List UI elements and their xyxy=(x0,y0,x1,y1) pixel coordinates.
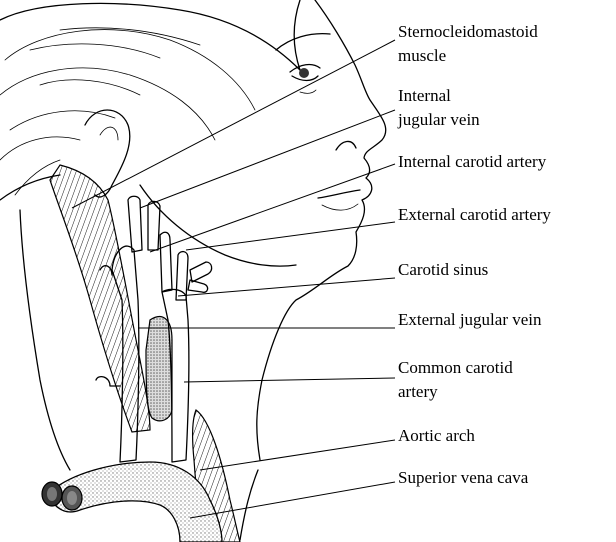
hair-outline xyxy=(0,0,300,200)
leader-aortic-arch xyxy=(200,440,395,470)
label-external-carotid-artery: External carotid artery xyxy=(398,203,551,227)
leader-sternocleidomastoid xyxy=(72,40,395,208)
label-internal-carotid-artery: Internal carotid artery xyxy=(398,150,546,174)
label-carotid-sinus: Carotid sinus xyxy=(398,258,488,282)
label-external-jugular-vein: External jugular vein xyxy=(398,308,542,332)
label-internal-jugular-vein: Internal jugular vein xyxy=(398,84,480,132)
leader-carotid-sinus xyxy=(178,278,395,296)
label-common-carotid-artery: Common carotid artery xyxy=(398,356,513,404)
label-superior-vena-cava: Superior vena cava xyxy=(398,466,528,490)
leader-internal-jugular xyxy=(140,110,395,208)
label-aortic-arch: Aortic arch xyxy=(398,424,475,448)
leader-external-carotid xyxy=(186,222,395,250)
label-sternocleidomastoid-muscle: Sternocleidomastoid muscle xyxy=(398,20,538,68)
internal-jugular-vein xyxy=(146,317,172,421)
leader-common-carotid xyxy=(184,378,395,382)
